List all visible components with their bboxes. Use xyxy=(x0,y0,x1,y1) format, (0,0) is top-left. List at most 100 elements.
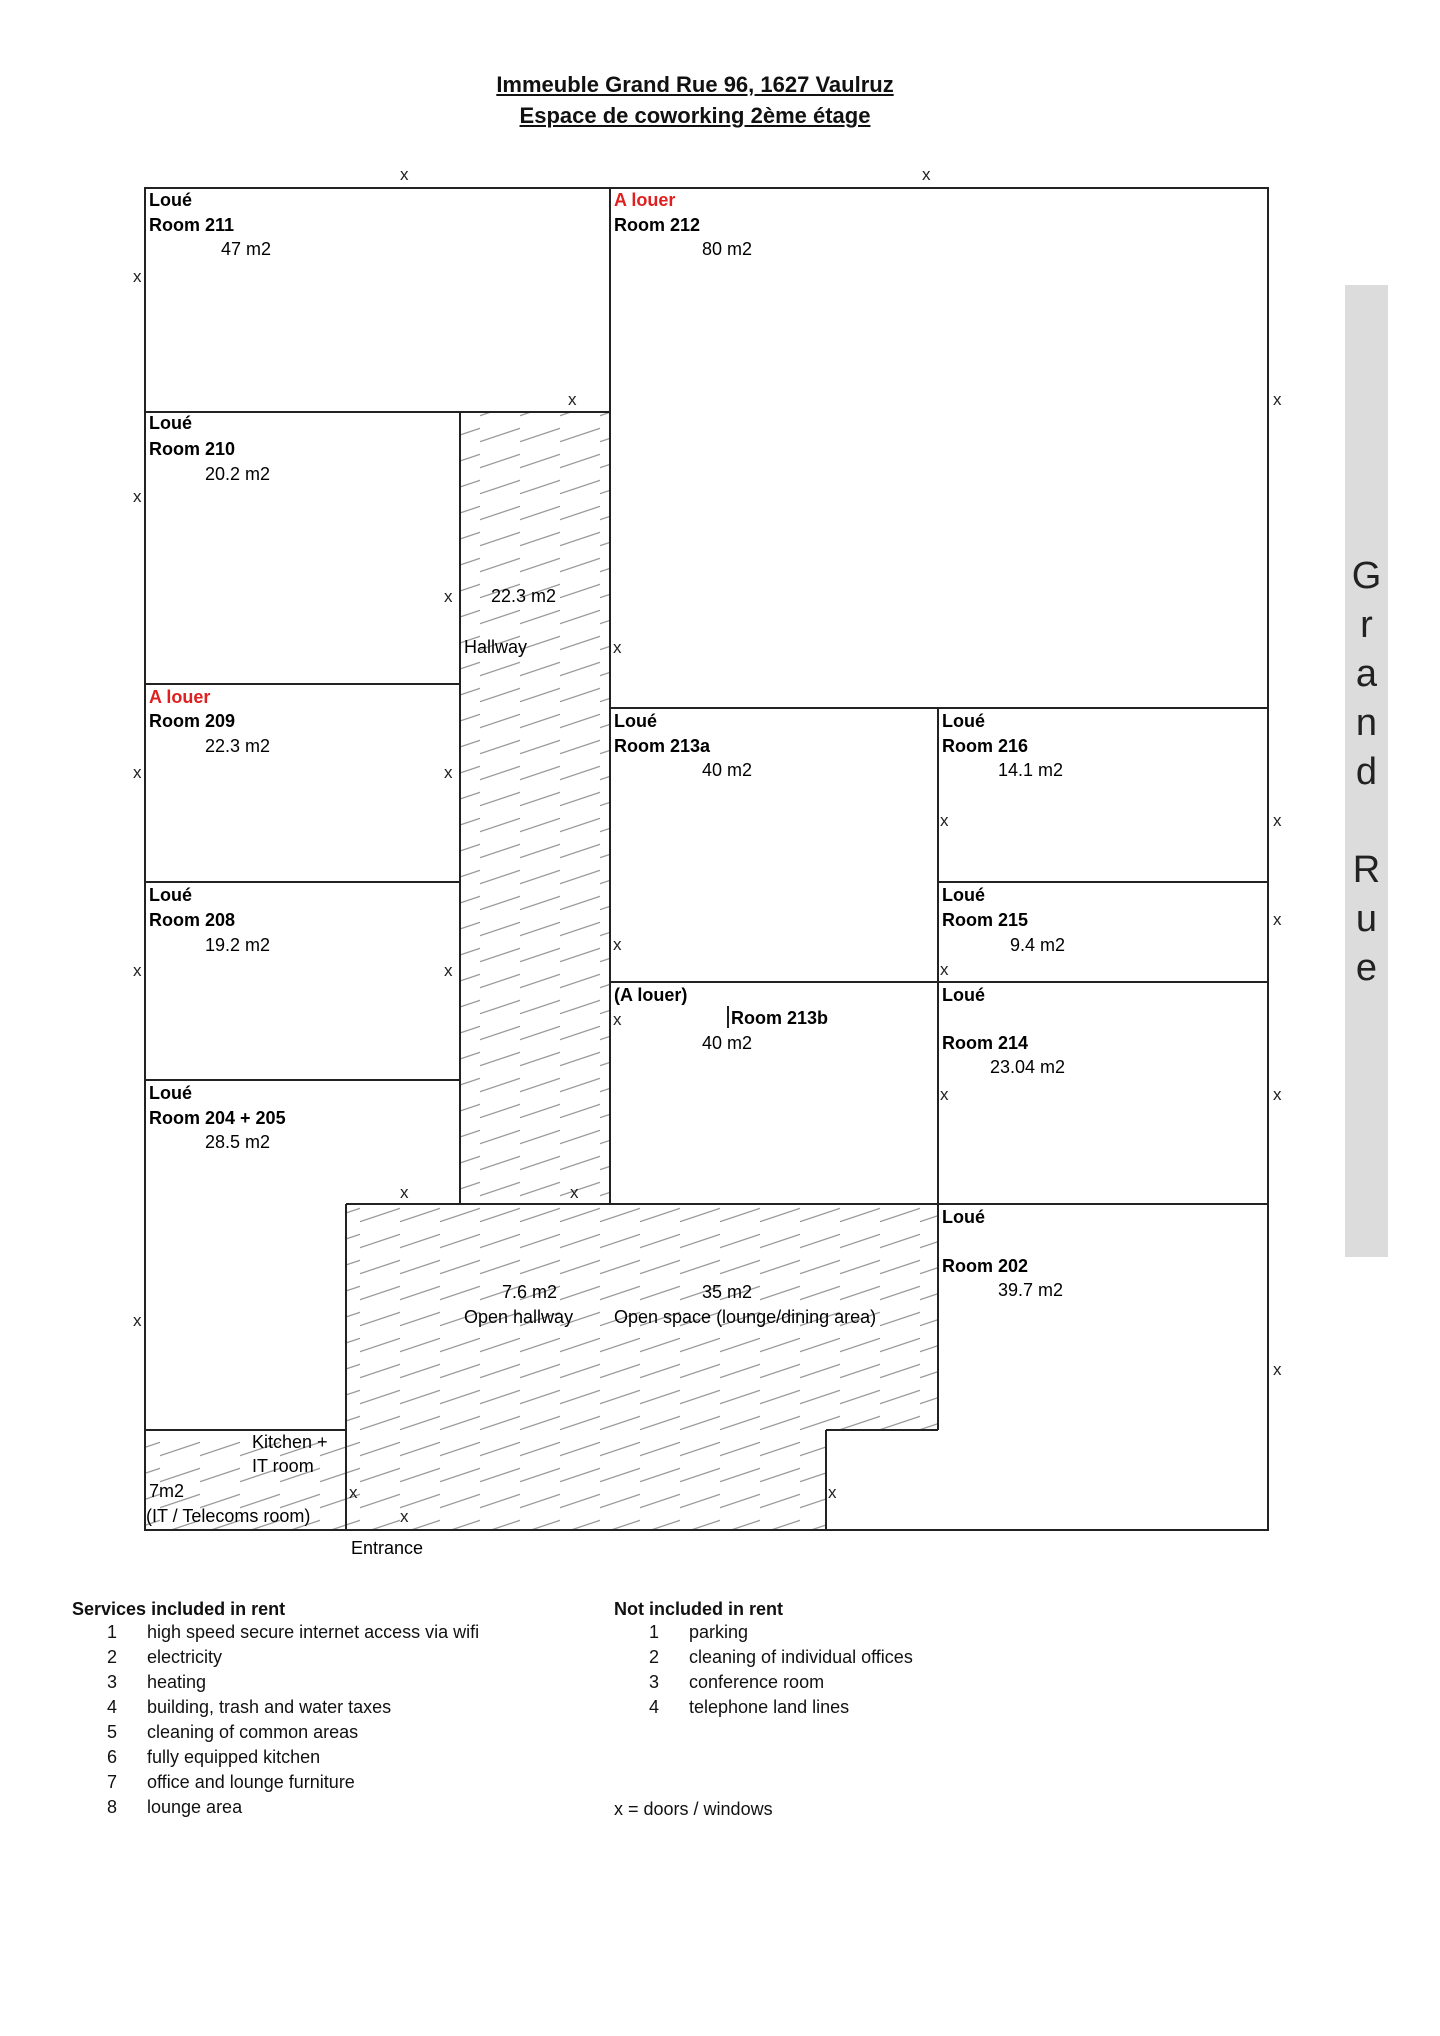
not-included-section: Not included in rent 1 parking 2 cleaning o… xyxy=(614,1599,1134,1722)
not-included-title: Not included in rent xyxy=(614,1599,783,1619)
room-210-status: Loué xyxy=(149,413,192,433)
not-included-item-number: 1 xyxy=(648,1622,659,1642)
document-subtitle: Espace de coworking 2ème étage xyxy=(519,103,871,128)
room-202-area: 39.7 m2 xyxy=(998,1280,1063,1300)
room-213b-status: (A louer) xyxy=(614,985,687,1005)
open-space-label: Open space (lounge/dining area) xyxy=(614,1307,876,1327)
door-window-marker: x xyxy=(133,1311,142,1330)
hallway-area: 22.3 m2 xyxy=(491,586,556,606)
street-letter: d xyxy=(1355,751,1378,793)
door-window-marker: x xyxy=(400,165,409,184)
room-215-name: Room 215 xyxy=(942,910,1028,930)
door-window-marker: x xyxy=(400,1183,409,1202)
room-204-name: Room 204 + 205 xyxy=(149,1108,286,1128)
building-outline xyxy=(144,187,1269,1531)
service-item-text: fully equipped kitchen xyxy=(147,1747,321,1767)
service-item-number: 6 xyxy=(106,1747,117,1767)
door-window-marker: x xyxy=(1273,1360,1282,1379)
room-202-status: Loué xyxy=(942,1207,985,1227)
not-included-item: 1 parking xyxy=(614,1622,1134,1647)
service-item-number: 5 xyxy=(106,1722,117,1742)
room-209-status: A louer xyxy=(149,687,210,707)
room-212-status: A louer xyxy=(614,190,675,210)
room-214-area: 23.04 m2 xyxy=(990,1057,1065,1077)
door-window-marker: x xyxy=(1273,390,1282,409)
service-item-text: electricity xyxy=(147,1647,223,1667)
room-215-status: Loué xyxy=(942,885,985,905)
door-window-marker: x xyxy=(444,961,453,980)
not-included-item: 2 cleaning of individual offices xyxy=(614,1647,1134,1672)
service-item: 1 high speed secure internet access via w… xyxy=(72,1622,592,1647)
room-211-name: Room 211 xyxy=(149,215,234,235)
room-204-area: 28.5 m2 xyxy=(205,1132,270,1152)
street-letter: R xyxy=(1352,849,1381,891)
service-item-number: 7 xyxy=(106,1772,117,1792)
street-letter: u xyxy=(1355,898,1378,940)
door-window-marker: x xyxy=(349,1483,358,1502)
room-213a-name: Room 213a xyxy=(614,736,711,756)
not-included-item-number: 4 xyxy=(648,1697,659,1717)
document-title: Immeuble Grand Rue 96, 1627 Vaulruz xyxy=(496,72,894,97)
kitchen-label-1: Kitchen + xyxy=(252,1432,328,1452)
door-window-marker: x xyxy=(570,1183,579,1202)
room-216-area: 14.1 m2 xyxy=(998,760,1063,780)
entrance-label: Entrance xyxy=(351,1538,423,1558)
door-window-marker: x xyxy=(1273,910,1282,929)
door-window-marker: x xyxy=(444,587,453,606)
door-window-marker: x xyxy=(133,267,142,286)
service-item-text: cleaning of common areas xyxy=(147,1722,359,1742)
hallway-hatch xyxy=(460,412,610,1204)
kitchen-hatch xyxy=(145,1430,346,1530)
room-208-status: Loué xyxy=(149,885,192,905)
door-window-marker: x xyxy=(133,763,142,782)
door-window-marker: x xyxy=(133,961,142,980)
room-215-area: 9.4 m2 xyxy=(1010,935,1065,955)
room-204-status: Loué xyxy=(149,1083,192,1103)
open-hallway-area: 7.6 m2 xyxy=(502,1282,557,1302)
door-window-marker: x xyxy=(1273,1085,1282,1104)
room-216-status: Loué xyxy=(942,711,985,731)
open-space-hatch xyxy=(346,1204,938,1530)
not-included-item-text: conference room xyxy=(689,1672,825,1692)
room-211-area: 47 m2 xyxy=(221,239,271,259)
door-window-marker: x xyxy=(613,935,622,954)
not-included-item-text: cleaning of individual offices xyxy=(689,1647,913,1667)
room-212-name: Room 212 xyxy=(614,215,700,235)
kitchen-area: 7m2 xyxy=(149,1481,184,1501)
door-window-marker: x xyxy=(613,1010,622,1029)
door-window-marker: x xyxy=(1273,811,1282,830)
service-item-number: 1 xyxy=(106,1622,117,1642)
room-216-name: Room 216 xyxy=(942,736,1028,756)
room-211-status: Loué xyxy=(149,190,192,210)
open-space-area: 35 m2 xyxy=(702,1282,752,1302)
door-window-marker: x xyxy=(613,638,622,657)
street-letter: a xyxy=(1355,653,1378,695)
service-item-number: 2 xyxy=(106,1647,117,1667)
service-item-text: high speed secure internet access via wi… xyxy=(147,1622,480,1642)
door-window-marker: x xyxy=(828,1483,837,1502)
service-item: 5 cleaning of common areas xyxy=(72,1722,592,1747)
room-210-name: Room 210 xyxy=(149,439,235,459)
hallway-label: Hallway xyxy=(464,637,527,657)
door-window-marker: x xyxy=(940,1085,949,1104)
not-included-item-text: parking xyxy=(689,1622,749,1642)
not-included-item-number: 2 xyxy=(648,1647,659,1667)
room-208-area: 19.2 m2 xyxy=(205,935,270,955)
room-209-name: Room 209 xyxy=(149,711,235,731)
door-window-marker: x xyxy=(444,763,453,782)
street-band xyxy=(1345,285,1388,1257)
street-letter: n xyxy=(1355,702,1378,744)
service-item: 6 fully equipped kitchen xyxy=(72,1747,592,1772)
room-208-name: Room 208 xyxy=(149,910,235,930)
kitchen-note: (IT / Telecoms room) xyxy=(146,1506,310,1526)
room-213a-status: Loué xyxy=(614,711,657,731)
service-item-number: 4 xyxy=(106,1697,117,1717)
room-210-area: 20.2 m2 xyxy=(205,464,270,484)
